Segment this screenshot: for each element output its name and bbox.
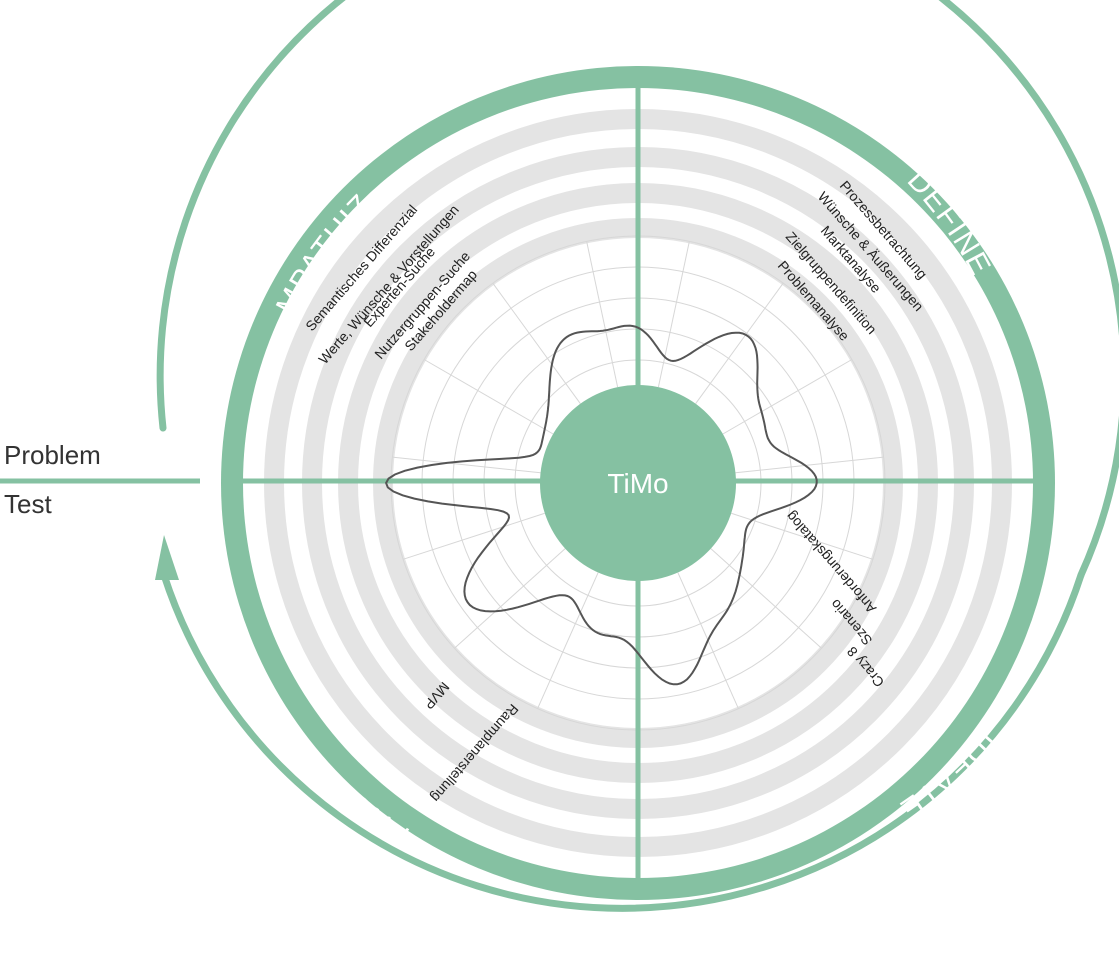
center-disc <box>540 385 736 581</box>
grid-spoke-15 <box>586 241 619 388</box>
grid-spoke-11 <box>402 512 545 560</box>
grid-spoke-10 <box>454 548 566 649</box>
grid-spoke-9 <box>537 572 599 709</box>
grid-spoke-13 <box>423 359 554 435</box>
grid-spoke-4 <box>735 456 884 474</box>
grid-spoke-3 <box>722 359 853 435</box>
arrow-head-icon <box>155 535 179 580</box>
grid-spoke-5 <box>731 512 874 560</box>
center-label: TiMo <box>607 468 668 499</box>
grid-spoke-6 <box>710 548 822 649</box>
maturity-curve <box>385 324 818 686</box>
problem-label: Problem <box>4 440 101 470</box>
grid-spoke-12 <box>392 456 541 474</box>
outer-loop-arc-bottom <box>160 573 1085 912</box>
phase-label-empathize: EMPATHIZE <box>0 0 377 320</box>
svg-text:EMPATHIZE: EMPATHIZE <box>0 0 378 320</box>
outer-loop-arc-top <box>156 0 1119 579</box>
grid-spoke-14 <box>492 282 581 405</box>
grid-spoke-1 <box>657 241 690 388</box>
test-label: Test <box>4 489 52 519</box>
grid-spoke-2 <box>695 282 784 405</box>
